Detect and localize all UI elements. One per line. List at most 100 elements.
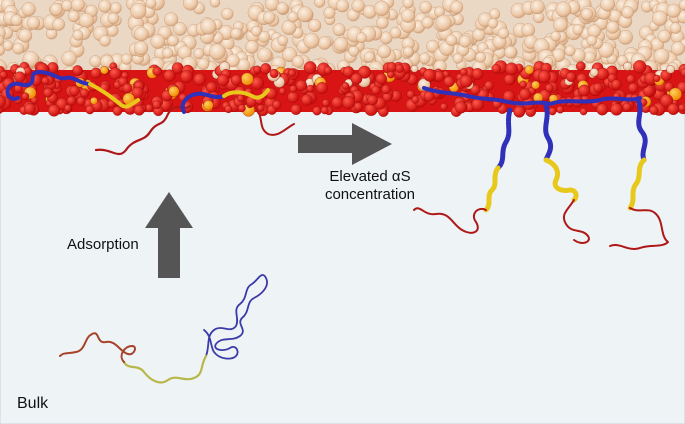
lipid-head-sphere	[193, 73, 206, 86]
lipid-head-sphere	[628, 82, 639, 94]
lipid-head-sphere	[64, 104, 72, 113]
lipid-head-sphere	[440, 103, 448, 111]
lipid-head-sphere	[611, 79, 622, 90]
lipid-tail-sphere	[521, 23, 535, 37]
lipid-head-sphere	[206, 81, 218, 93]
lipid-head-sphere	[566, 71, 577, 82]
protein-tail	[562, 199, 590, 244]
protein-helix-blue	[5, 70, 92, 101]
lipid-head-sphere	[423, 68, 436, 82]
lipid-head-sphere	[556, 105, 565, 114]
lipid-tail-sphere	[475, 51, 487, 63]
lipid-head-sphere	[323, 66, 333, 75]
lipid-head-sphere	[341, 82, 350, 90]
lipid-head-sphere	[85, 105, 95, 115]
lipid-tail-sphere	[12, 42, 25, 55]
lipid-head-sphere	[66, 95, 77, 106]
lipid-head-sphere	[109, 67, 122, 80]
lipid-tail-sphere	[356, 32, 367, 43]
lipid-head-sphere	[240, 72, 254, 86]
lipid-tail-sphere	[657, 29, 671, 43]
lipid-tail-sphere	[230, 27, 242, 40]
bulk-protein	[59, 274, 268, 384]
lipid-tail-sphere	[21, 2, 36, 17]
lipid-tail-sphere	[197, 58, 210, 70]
lipid-head-sphere	[503, 73, 516, 86]
lipid-tail-sphere	[374, 0, 390, 17]
lipid-tail-sphere	[164, 12, 179, 27]
lipid-tail-sphere	[400, 8, 415, 23]
lipid-head-sphere	[342, 66, 355, 78]
lipid-tail-sphere	[182, 0, 199, 11]
elevated-concentration-label: Elevated αS concentration	[310, 168, 430, 204]
lipid-head-sphere	[589, 68, 599, 77]
lipid-tail-sphere	[452, 53, 464, 64]
bulk-protein-yellow-segment	[122, 354, 208, 384]
lipid-tail-sphere	[67, 10, 80, 23]
lipid-tail-sphere	[221, 7, 234, 20]
lipid-tail-sphere	[376, 16, 389, 29]
lipid-head-sphere	[596, 67, 609, 81]
lipid-head-sphere	[678, 104, 685, 112]
lipid-tail-sphere	[18, 28, 33, 43]
lipid-head-sphere	[0, 70, 8, 79]
lipid-head-sphere	[342, 96, 356, 109]
lipid-tail-sphere	[426, 39, 440, 53]
lipid-tail-sphere	[78, 12, 94, 28]
lipid-tail-sphere	[145, 0, 157, 9]
lipid-head-sphere	[320, 106, 329, 115]
lipid-head-sphere	[43, 87, 53, 98]
lipid-head-sphere	[538, 70, 551, 83]
lipid-head-sphere	[13, 71, 26, 83]
lipid-head-sphere	[667, 103, 680, 115]
bulk-protein-red-segment	[59, 332, 136, 363]
lipid-tail-sphere	[98, 0, 112, 13]
lipid-head-sphere	[395, 63, 405, 73]
lipid-head-sphere	[260, 63, 272, 75]
lipid-head-sphere	[375, 73, 388, 85]
lipid-tail-sphere	[133, 40, 149, 56]
lipid-tail-sphere	[419, 52, 431, 64]
lipid-head-sphere	[180, 70, 193, 83]
lipid-head-sphere	[350, 72, 363, 85]
lipid-tail-sphere	[435, 14, 452, 31]
lipid-head-sphere	[545, 83, 554, 93]
lipid-tail-sphere	[445, 34, 458, 46]
lipid-head-sphere	[290, 104, 302, 115]
bulk-label: Bulk	[17, 395, 49, 412]
protein-helix-yellow	[88, 82, 140, 109]
lipid-head-sphere	[642, 84, 655, 97]
lipid-tail-sphere	[134, 26, 149, 42]
lipid-tail-sphere	[313, 0, 326, 8]
lipid-tail-sphere	[323, 6, 336, 19]
lipid-tail-sphere	[308, 18, 322, 33]
lipid-head-sphere	[272, 100, 282, 110]
protein-tail	[255, 107, 295, 136]
membrane-helix	[548, 96, 642, 106]
lipid-tail-sphere	[600, 0, 615, 12]
lipid-tail-sphere	[572, 24, 584, 36]
lipid-tail-sphere	[0, 34, 5, 46]
lipid-head-sphere	[163, 69, 176, 82]
lipid-head-sphere	[269, 69, 279, 79]
lipid-head-sphere	[623, 61, 632, 71]
lipid-tail-sphere	[276, 2, 289, 15]
lipid-tail-sphere	[281, 20, 297, 35]
lipid-head-sphere	[579, 107, 588, 116]
protein-linker	[180, 91, 226, 114]
lipid-head-sphere	[513, 105, 526, 118]
lipid-tail-sphere	[209, 43, 226, 60]
lipid-head-sphere	[288, 69, 296, 77]
lipid-tail-sphere	[586, 35, 598, 46]
protein-helix-blue	[635, 97, 648, 163]
lipid-tail-sphere	[2, 40, 14, 51]
lipid-head-sphere	[76, 96, 86, 106]
lipid-tail-sphere	[583, 51, 596, 64]
lipid-tail-sphere	[449, 0, 464, 14]
lipid-tail-sphere	[580, 8, 593, 21]
lipid-head-sphere	[367, 94, 378, 106]
lipid-head-sphere	[47, 104, 61, 117]
lipid-head-sphere	[484, 80, 494, 91]
lipid-tail-sphere	[487, 18, 499, 29]
